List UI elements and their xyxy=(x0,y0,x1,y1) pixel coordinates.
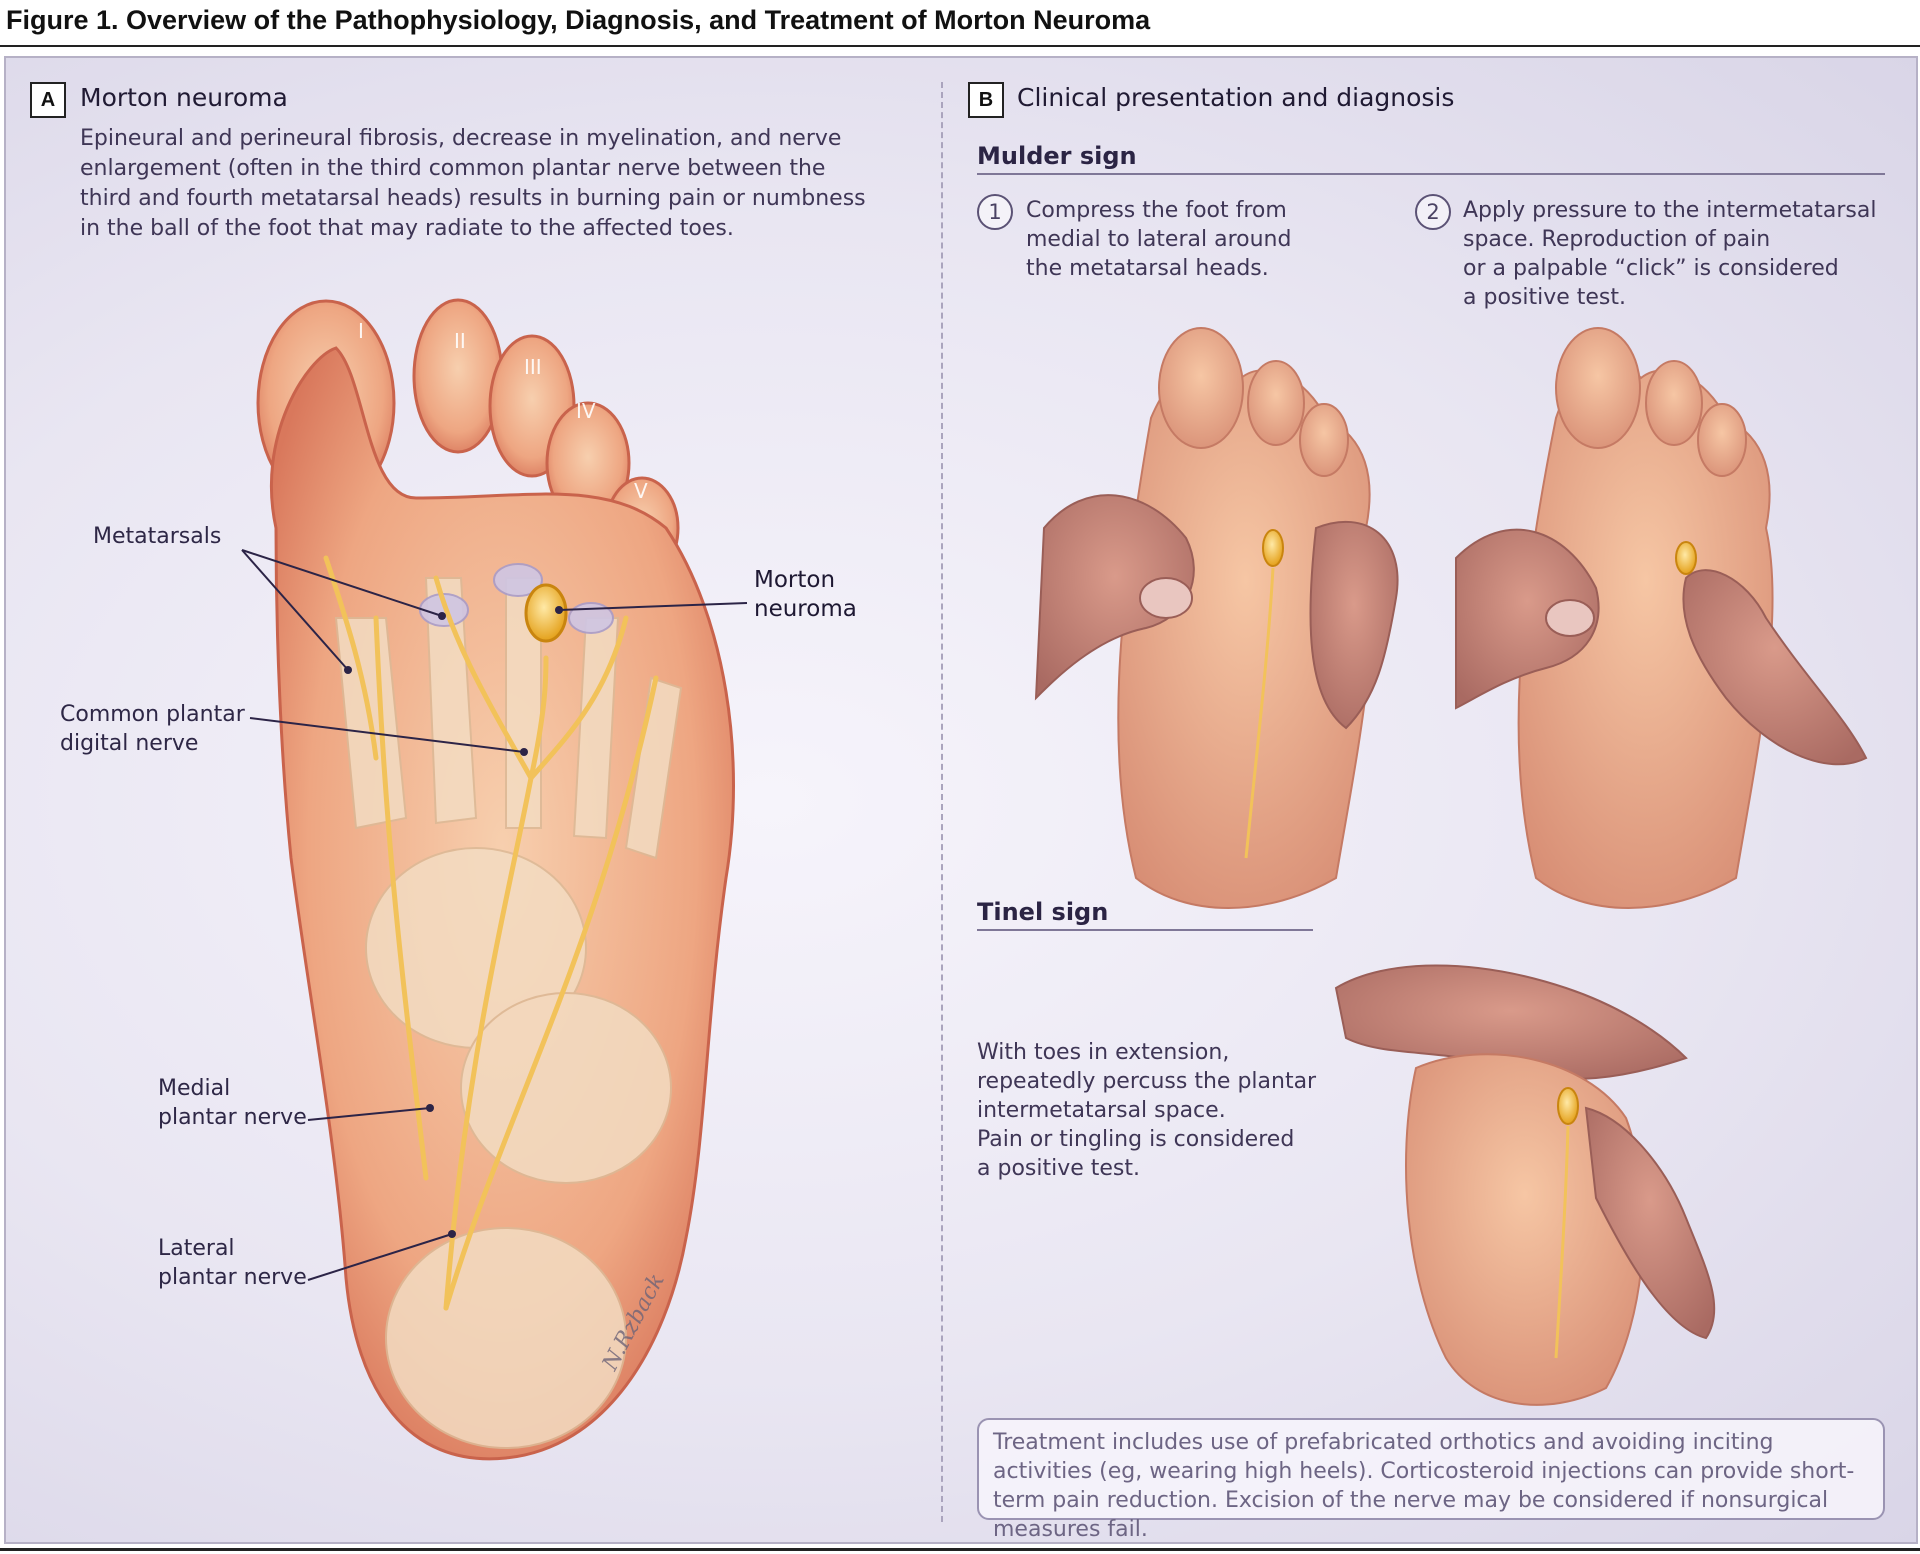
toe-2 xyxy=(412,298,504,454)
panel-b-badge: B xyxy=(968,82,1004,118)
treatment-box: Treatment includes use of prefabricated … xyxy=(977,1418,1885,1542)
label-morton-neuroma: Morton neuroma xyxy=(754,567,857,622)
label-medial-plantar-nerve: Medial plantar nerve xyxy=(158,1076,307,1130)
morton-neuroma xyxy=(524,583,568,643)
leader-lines-a xyxy=(241,549,748,1281)
tinel-illustration xyxy=(1334,964,1716,1406)
toe-label-3: III xyxy=(524,355,542,379)
toe-label-1: I xyxy=(358,319,364,343)
panel-b-title: Clinical presentation and diagnosis xyxy=(1017,83,1455,112)
toe-label-2: II xyxy=(454,329,466,353)
mulder-step2-illustration xyxy=(1455,327,1868,909)
tinel-sign-text: With toes in extension, repeatedly percu… xyxy=(977,1040,1317,1181)
label-lateral-plantar-nerve: Lateral plantar nerve xyxy=(158,1236,307,1290)
label-common-plantar-digital-nerve: Common plantar digital nerve xyxy=(60,702,245,756)
toe-label-4: IV xyxy=(576,399,596,423)
top-rule xyxy=(0,45,1920,47)
panel-divider xyxy=(941,82,943,1522)
toe-label-5: V xyxy=(634,479,648,503)
figure-title: Figure 1. Overview of the Pathophysiolog… xyxy=(6,5,1151,35)
panel-a-description: Epineural and perineural fibrosis, decre… xyxy=(80,126,866,241)
label-metatarsals: Metatarsals xyxy=(93,524,222,549)
figure-canvas: I II III IV V xyxy=(4,56,1918,1544)
step-2-text: Apply pressure to the intermetatarsal sp… xyxy=(1463,198,1877,310)
step-1-text: Compress the foot from medial to lateral… xyxy=(1026,198,1292,281)
panel-a-title: Morton neuroma xyxy=(80,83,288,112)
mulder-step1-illustration xyxy=(1034,327,1399,909)
panel-a-badge: A xyxy=(30,82,66,118)
mulder-sign-heading: Mulder sign xyxy=(977,142,1885,175)
tinel-sign-heading: Tinel sign xyxy=(977,898,1313,931)
bottom-rule xyxy=(0,1548,1920,1551)
step-1-number: 1 xyxy=(977,194,1013,230)
step-2-number: 2 xyxy=(1415,194,1451,230)
leader-dots-a xyxy=(344,606,563,1238)
illustration-layer: I II III IV V xyxy=(241,298,1868,1461)
